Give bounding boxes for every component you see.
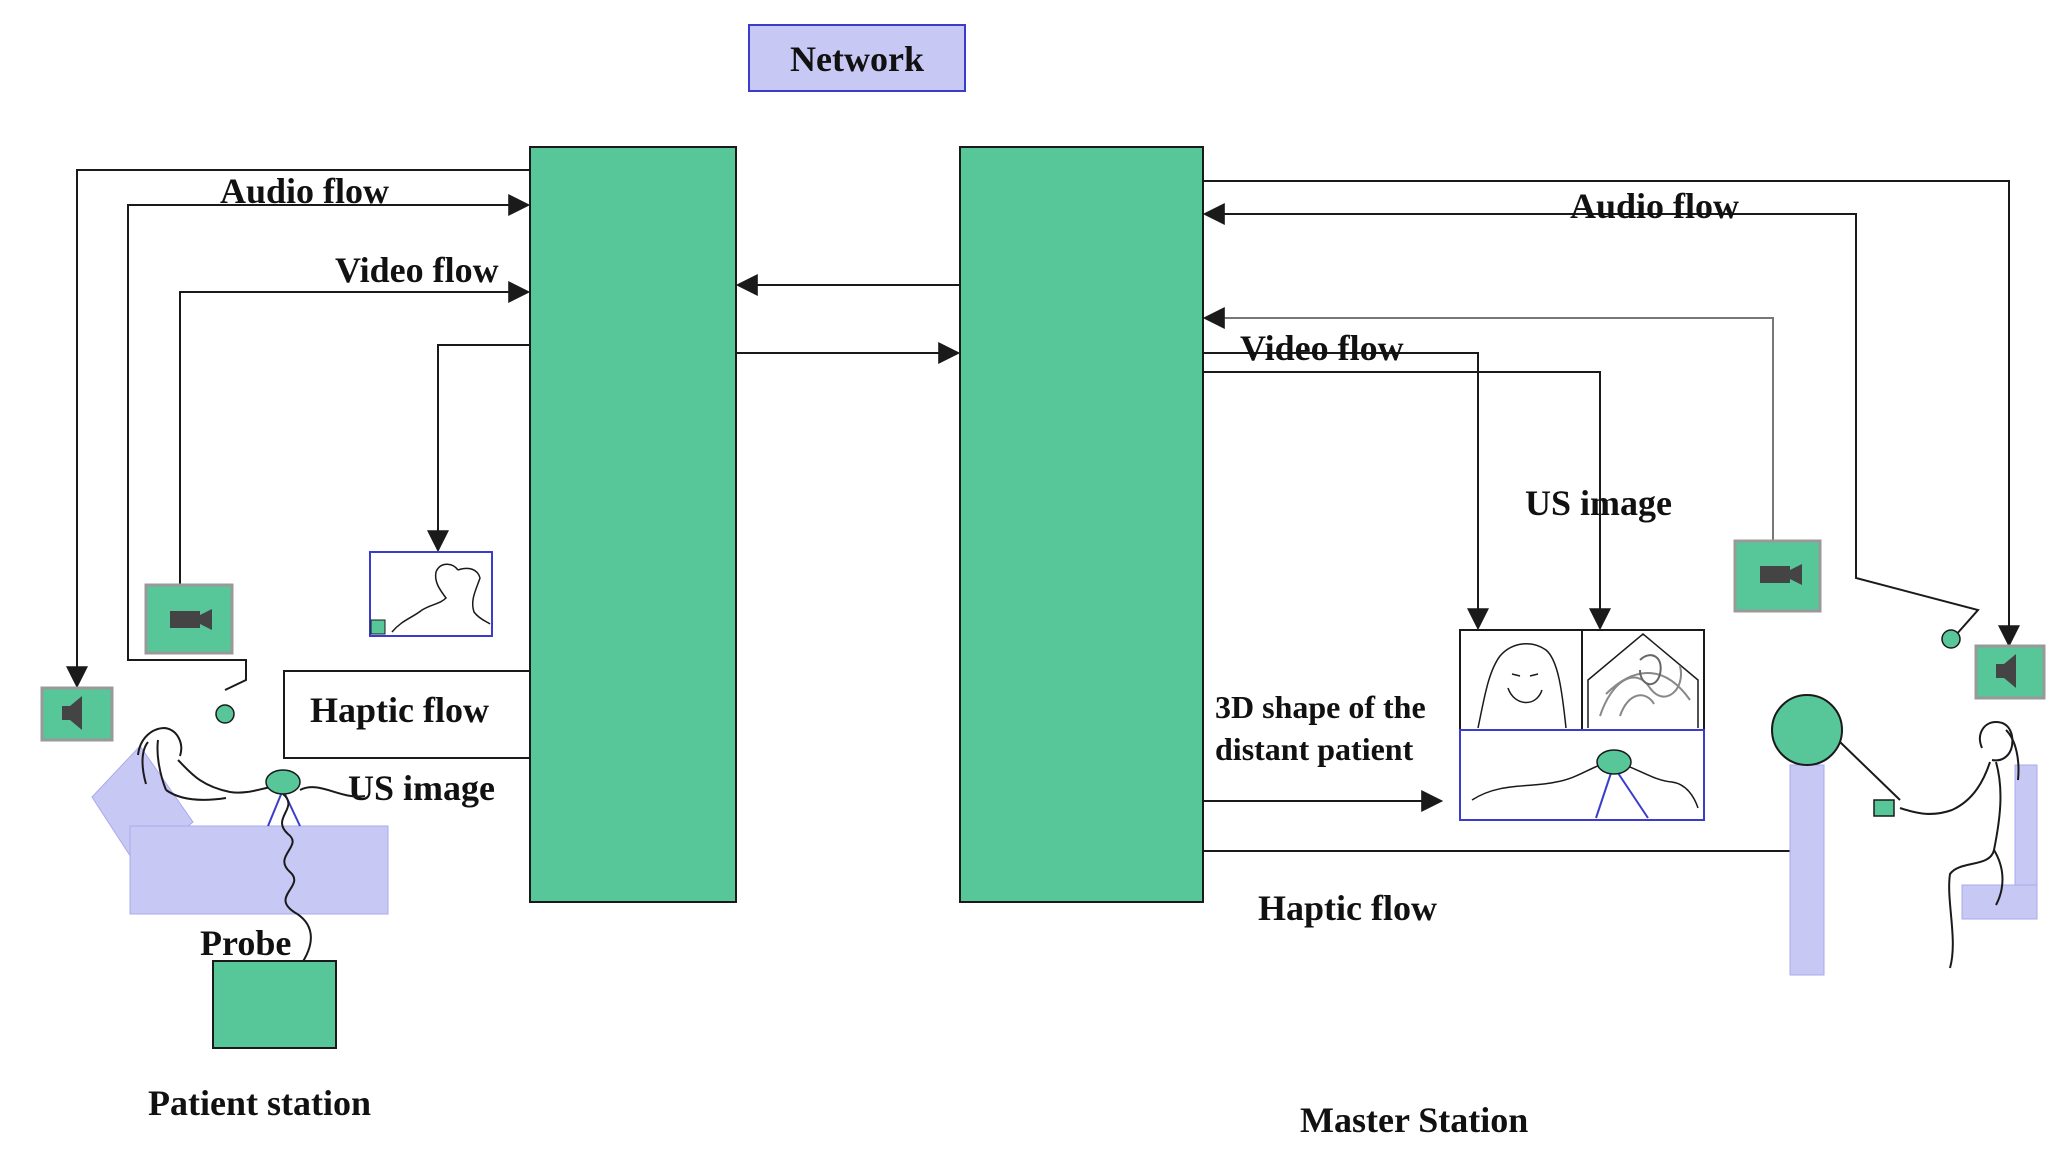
master-video-in-line [1202,307,1774,540]
master-station-label: Master Station [1300,1100,1528,1140]
audio-out-line [66,169,530,689]
master-shape-label-1: 3D shape of the [1215,689,1426,725]
doctor-figure [1899,720,2020,969]
probe-unit [212,960,337,1049]
face-view-icon [1477,643,1567,729]
us-view-icon [1587,633,1699,728]
patient-haptic-label: Haptic flow [310,690,489,730]
network-box: Network [748,24,966,92]
master-station-block [959,146,1204,903]
patient-station-block [529,146,737,903]
master-us-label: US image [1525,483,1672,523]
video-out-line [427,344,530,553]
master-speaker-icon [1974,644,2046,700]
patient-figure [137,726,366,801]
master-chair [1961,764,2038,920]
camera-icon [144,583,234,655]
master-display-panel [1459,629,1705,821]
probe-label: Probe [200,923,291,963]
master-video-label: Video flow [1240,328,1404,368]
3d-shape-view-icon [1471,749,1699,819]
haptic-us-bracket [283,670,530,759]
microphone-icon [215,704,235,724]
speaker-icon [40,686,114,742]
patient-bed [91,745,389,915]
master-audio-label: Audio flow [1570,186,1739,226]
master-camera-icon [1733,539,1822,613]
patient-audio-label: Audio flow [220,171,389,211]
patient-video-label: Video flow [335,250,499,290]
patient-us-label: US image [348,768,495,808]
haptic-device-icon [1771,694,1901,976]
master-us-out-line [1203,371,1611,631]
master-audio-in-line [1202,203,1980,637]
master-audio-out-line [1203,180,2020,648]
audio-in-line [127,194,531,691]
master-shape-label-2: distant patient [1215,731,1414,767]
monitor-icon [369,551,493,637]
patient-station-label: Patient station [148,1083,371,1123]
master-video-out-line [1203,352,1489,631]
network-label: Network [790,39,924,79]
master-haptic-label: Haptic flow [1258,888,1437,928]
master-microphone-icon [1941,629,1961,649]
video-in-line [179,281,531,585]
